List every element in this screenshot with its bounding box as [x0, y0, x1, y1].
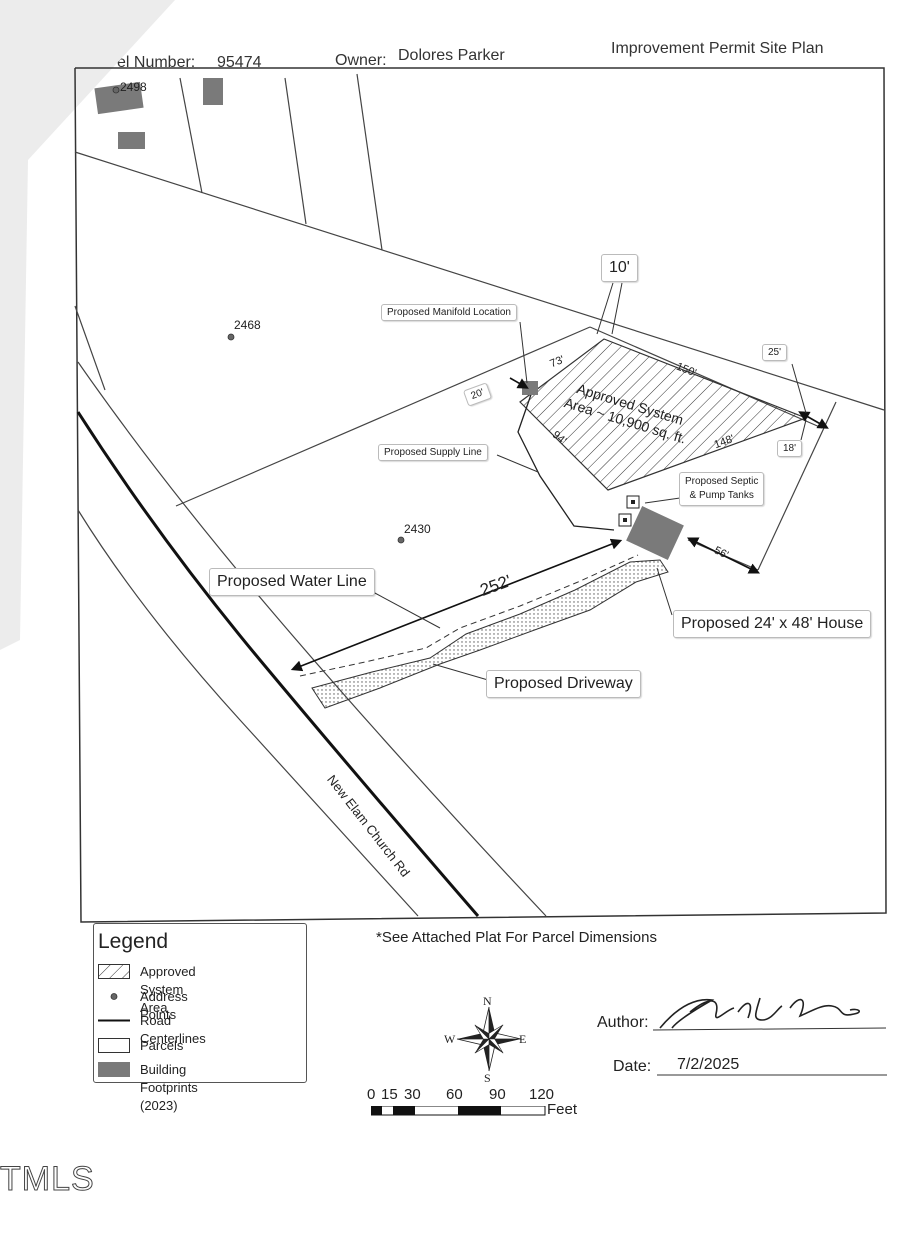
scale-tick-120: 120: [529, 1086, 555, 1103]
gray-box-icon: [98, 1062, 130, 1077]
address-label-2430: 2430: [404, 522, 431, 536]
callout-septic-line1: Proposed Septic: [685, 476, 759, 487]
torn-corner: [0, 0, 175, 650]
author-signature: [652, 997, 887, 1031]
callout-18ft: 18': [777, 440, 803, 457]
road-centerline: [76, 411, 480, 917]
compass-s: S: [484, 1071, 491, 1085]
owner-name: Dolores Parker: [398, 47, 505, 64]
compass-rose-icon: [456, 1006, 522, 1072]
scale-tick-60: 60: [446, 1086, 463, 1103]
compass-e: E: [519, 1032, 527, 1046]
dimension-arrows: [290, 377, 829, 672]
scale-tick-0: 0: [367, 1086, 376, 1103]
hatched-box-icon: [98, 964, 130, 979]
callout-25ft: 25': [762, 344, 788, 361]
callout-10ft: 10': [601, 254, 638, 282]
address-points: [112, 86, 405, 544]
callout-septic-line2: & Pump Tanks: [689, 490, 754, 501]
date-value: 7/2/2025: [677, 1056, 740, 1073]
parcel-number-value: 95474: [217, 54, 262, 71]
supply-line: [517, 385, 615, 531]
road-edge-north: [77, 361, 547, 917]
scale-bar: [371, 1106, 546, 1116]
callout-water-line: Proposed Water Line: [209, 568, 375, 596]
legend-label-road-centerlines: Road Centerlines: [140, 1013, 206, 1046]
compass-w: W: [444, 1032, 456, 1046]
manifold-symbol: [522, 381, 538, 395]
legend-label-address-points: Address Points: [140, 989, 188, 1022]
legend-label-system-area: Approved System Area: [140, 964, 196, 1015]
callout-septic: Proposed Septic & Pump Tanks: [679, 472, 765, 506]
dot-icon: [110, 993, 118, 1000]
scale-tick-90: 90: [489, 1086, 506, 1103]
callout-manifold: Proposed Manifold Location: [381, 304, 517, 321]
plan-title: Improvement Permit Site Plan: [611, 40, 824, 57]
legend-title: Legend: [98, 930, 169, 953]
building-footprints: [94, 78, 223, 149]
approved-system-area: [519, 338, 808, 491]
map-frame: [74, 67, 887, 923]
scale-unit: Feet: [547, 1101, 578, 1118]
legend-label-parcels: Parcels: [140, 1038, 184, 1053]
author-label: Author:: [597, 1014, 649, 1031]
legend-box: Legend Approved System Area Address Poin…: [93, 923, 307, 1113]
callout-house: Proposed 24' x 48' House: [673, 610, 872, 638]
tmls-watermark: TMLS: [0, 1160, 95, 1199]
plat-note: *See Attached Plat For Parcel Dimensions: [376, 929, 657, 946]
date-underline: [657, 1074, 887, 1076]
address-label-2498: 2498: [120, 80, 147, 94]
address-label-2468: 2468: [234, 318, 261, 332]
road-edge-south: [77, 509, 419, 917]
outline-box-icon: [98, 1038, 130, 1053]
callout-leaders: [372, 282, 807, 681]
legend-label-building-footprints: Building Footprints (2023): [140, 1062, 198, 1113]
scale-tick-15: 15: [381, 1086, 398, 1103]
owner-label: Owner:: [335, 52, 387, 69]
septic-tanks: [618, 495, 640, 527]
line-icon: [98, 1019, 130, 1022]
scale-tick-30: 30: [404, 1086, 421, 1103]
house-footprint: [626, 506, 684, 560]
compass-n: N: [483, 994, 492, 1008]
date-label: Date:: [613, 1058, 652, 1075]
callout-driveway: Proposed Driveway: [486, 670, 641, 698]
callout-supply-line: Proposed Supply Line: [378, 444, 488, 461]
parcel-number-label: el Number:: [117, 54, 196, 71]
